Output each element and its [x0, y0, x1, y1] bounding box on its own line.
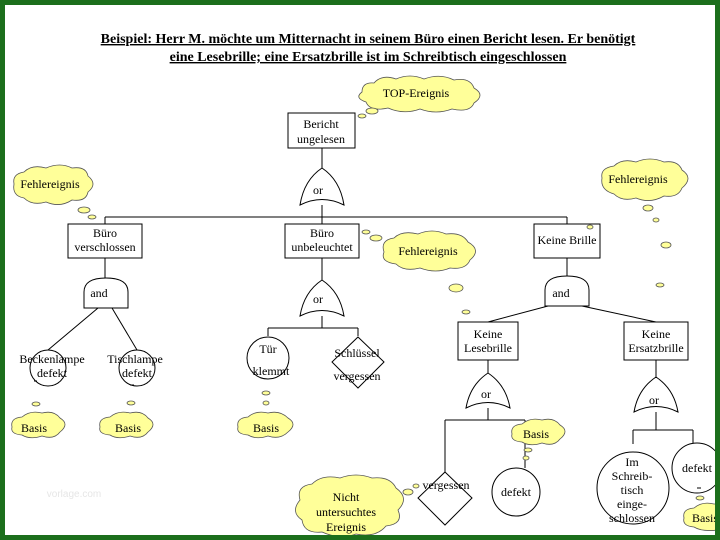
event-label: Ersatzbrille — [628, 341, 683, 355]
cloud-basis-5: Basis — [683, 495, 715, 531]
gate-label: or — [313, 292, 323, 306]
event-label: unbeleuchtet — [291, 240, 353, 254]
basic-ersatzbrille-defekt: defekt — [671, 442, 715, 494]
basic-label: defekt — [501, 485, 532, 499]
cloud-nicht-untersuchtes-ereignis: Nicht untersuchtes Ereignis — [295, 474, 420, 535]
event-bericht-ungelesen: Bericht ungelesen — [287, 112, 356, 149]
watermark: vorlage.com — [47, 489, 101, 500]
event-label: Büro — [93, 226, 117, 240]
cloud-label: Ereignis — [326, 520, 366, 534]
undeveloped-schluessel-vergessen: Schlüssel vergessen — [331, 336, 385, 389]
event-keine-brille: Keine Brille — [533, 223, 601, 259]
title-line-1: Beispiel: Herr M. möchte um Mitternacht … — [101, 32, 636, 47]
and-gate-buero: and — [83, 277, 129, 309]
undeveloped-vergessen: vergessen — [417, 471, 473, 526]
basic-label: klemmt — [253, 364, 290, 378]
cloud-label: Fehlereignis — [608, 172, 668, 186]
basic-label: defekt — [37, 366, 68, 380]
event-label: ungelesen — [297, 132, 345, 146]
event-buero-verschlossen: Büro verschlossen — [67, 223, 143, 259]
event-keine-ersatzbrille: Keine Ersatzbrille — [623, 321, 689, 361]
decorative-bubbles — [448, 224, 672, 315]
event-buero-unbeleuchtet: Büro unbeleuchtet — [284, 223, 360, 259]
or-gate-lesebrille: or — [465, 372, 511, 409]
event-label: Keine — [474, 327, 503, 341]
basic-label: defekt — [682, 461, 713, 475]
or-gate-ersatzbrille: or — [633, 376, 679, 413]
cloud-fehlereignis-left: Fehlereignis — [13, 164, 97, 220]
cloud-label: Fehlereignis — [20, 177, 80, 191]
undeveloped-label: vergessen — [422, 478, 469, 492]
undeveloped-label: Schlüssel — [334, 346, 380, 360]
or-gate-top: or — [299, 167, 345, 206]
cloud-label: Fehlereignis — [398, 244, 458, 258]
basic-label: defekt — [122, 366, 153, 380]
gate-label: and — [90, 286, 107, 300]
event-label: verschlossen — [74, 240, 135, 254]
basic-label: Schreib- — [612, 469, 653, 483]
cloud-basis-4: Basis — [511, 418, 566, 461]
cloud-label: untersuchtes — [316, 505, 376, 519]
cloud-fehlereignis-mid: Fehlereignis — [361, 229, 476, 272]
event-keine-lesebrille: Keine Lesebrille — [457, 321, 519, 361]
cloud-label: Basis — [253, 421, 279, 435]
cloud-label: TOP-Ereignis — [383, 86, 450, 100]
cloud-basis-1: Basis — [11, 401, 66, 439]
undeveloped-label: vergessen — [333, 369, 380, 383]
basic-label: Beckenlampe — [19, 352, 84, 366]
event-label: Lesebrille — [464, 341, 512, 355]
and-gate-brille: and — [544, 275, 590, 307]
gate-label: and — [552, 286, 569, 300]
cloud-label: Nicht — [333, 490, 360, 504]
basic-beckenlampe-defekt: Beckenlampe defekt — [19, 349, 85, 387]
cloud-label: Basis — [692, 511, 715, 525]
event-label: Keine — [642, 327, 671, 341]
cloud-basis-2: Basis — [99, 400, 154, 439]
basic-tischlampe-defekt: Tischlampe defekt — [107, 349, 163, 387]
basic-label: Tischlampe — [107, 352, 163, 366]
basic-lesebrille-defekt: defekt — [491, 467, 541, 517]
cloud-label: Basis — [21, 421, 47, 435]
event-label: Büro — [310, 226, 334, 240]
basic-tuer-klemmt: Tür klemmt — [246, 336, 290, 380]
basic-label: Im — [625, 455, 639, 469]
event-label: Keine Brille — [538, 233, 597, 247]
title-line-2: eine Lesebrille; eine Ersatzbrille ist i… — [170, 50, 567, 65]
cloud-basis-3: Basis — [237, 390, 294, 439]
cloud-label: Basis — [523, 427, 549, 441]
cloud-label: Basis — [115, 421, 141, 435]
gate-label: or — [313, 183, 323, 197]
cloud-top-ereignis: TOP-Ereignis — [357, 75, 481, 119]
basic-label: Tür — [259, 342, 276, 356]
fault-tree-diagram: Beispiel: Herr M. möchte um Mitternacht … — [11, 32, 715, 535]
basic-label: tisch — [621, 483, 644, 497]
or-gate-unbeleuchtet: or — [299, 279, 345, 317]
basic-label: schlossen — [609, 511, 655, 525]
basic-label: einge- — [617, 497, 647, 511]
gate-label: or — [649, 393, 659, 407]
event-label: Bericht — [303, 117, 339, 131]
gate-label: or — [481, 387, 491, 401]
cloud-fehlereignis-right: Fehlereignis — [601, 158, 689, 223]
basic-im-schreibtisch-eingeschlossen: Im Schreib- tisch einge- schlossen — [596, 451, 670, 525]
